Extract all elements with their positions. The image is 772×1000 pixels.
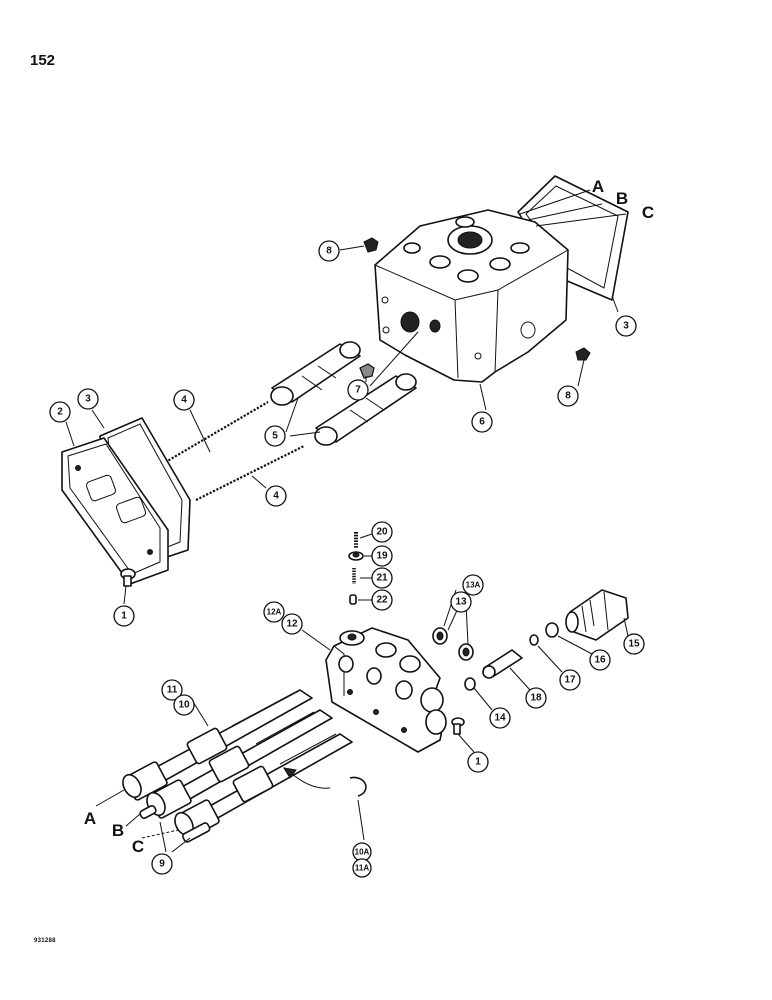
page-number: 152	[30, 52, 56, 69]
svg-text:3: 3	[623, 321, 629, 332]
letter-a-top: A	[592, 177, 604, 196]
callout-15: 15	[623, 633, 645, 655]
callout-19: 19	[371, 545, 393, 567]
callout-3-left: 3	[77, 388, 99, 410]
callout-4-lower: 4	[265, 485, 287, 507]
svg-text:15: 15	[628, 639, 640, 650]
svg-text:16: 16	[594, 655, 606, 666]
svg-text:10A: 10A	[355, 848, 370, 857]
callout-6: 6	[471, 411, 493, 433]
snap-ring	[349, 776, 367, 797]
plug-7	[359, 363, 375, 379]
washer-17	[529, 634, 539, 646]
svg-text:13A: 13A	[466, 581, 481, 590]
callout-20: 20	[371, 521, 393, 543]
pin-22	[349, 594, 357, 605]
letter-b-bottom: B	[112, 821, 124, 840]
svg-text:6: 6	[479, 417, 485, 428]
callout-11: 11	[161, 679, 183, 701]
nut-19	[348, 551, 364, 561]
plunger-18	[482, 649, 523, 679]
svg-text:12: 12	[286, 619, 298, 630]
spool-upper	[270, 341, 361, 406]
plug-top	[363, 237, 379, 253]
svg-text:22: 22	[376, 595, 388, 606]
svg-text:21: 21	[376, 573, 388, 584]
svg-text:10: 10	[178, 700, 190, 711]
callout-17: 17	[559, 669, 581, 691]
callout-7: 7	[347, 379, 369, 401]
callout-4-upper: 4	[173, 389, 195, 411]
svg-text:3: 3	[85, 394, 91, 405]
callout-9: 9	[151, 853, 173, 875]
callout-13: 13	[450, 591, 472, 613]
valve-housing	[374, 209, 569, 383]
svg-text:8: 8	[326, 246, 332, 257]
svg-text:8: 8	[565, 391, 571, 402]
pin-c	[182, 822, 211, 843]
svg-text:1: 1	[121, 611, 127, 622]
spool-c	[174, 733, 353, 839]
callout-11a: 11A	[352, 858, 372, 878]
letter-a-bottom: A	[84, 809, 96, 828]
callout-8-right: 8	[557, 385, 579, 407]
arrow-head	[283, 767, 297, 779]
callout-21: 21	[371, 567, 393, 589]
callout-5: 5	[264, 425, 286, 447]
svg-text:13: 13	[455, 597, 467, 608]
install-arrow	[289, 771, 331, 789]
bolt-lower	[451, 717, 465, 735]
svg-text:18: 18	[530, 693, 542, 704]
callout-10a: 10A	[352, 842, 372, 862]
letter-c-top: C	[642, 203, 654, 222]
callout-16: 16	[589, 649, 611, 671]
svg-text:12A: 12A	[267, 608, 282, 617]
spool-lower	[314, 373, 417, 446]
ring-16	[545, 622, 559, 638]
svg-text:7: 7	[355, 385, 361, 396]
callout-2: 2	[49, 401, 71, 423]
svg-text:19: 19	[376, 551, 388, 562]
callout-10: 10	[173, 694, 195, 716]
svg-text:5: 5	[272, 431, 278, 442]
svg-text:17: 17	[564, 675, 576, 686]
pin-b	[139, 804, 157, 820]
callout-8-top: 8	[318, 240, 340, 262]
svg-text:4: 4	[273, 491, 279, 502]
spring-lower	[195, 445, 305, 501]
svg-text:11A: 11A	[355, 864, 369, 873]
spring-upper	[151, 401, 269, 471]
callout-14: 14	[489, 707, 511, 729]
svg-text:20: 20	[376, 527, 388, 538]
bolt-upper	[120, 568, 136, 587]
plug-right	[575, 347, 591, 361]
letter-b-top: B	[616, 189, 628, 208]
callout-13a: 13A	[462, 574, 484, 596]
fitting-15	[565, 589, 629, 641]
svg-text:2: 2	[57, 407, 63, 418]
callout-12a: 12A	[263, 601, 285, 623]
callout-18: 18	[525, 687, 547, 709]
washer-14	[464, 677, 476, 691]
svg-text:11: 11	[167, 685, 178, 696]
letter-c-bottom: C	[132, 837, 144, 856]
callout-12: 12	[281, 613, 303, 635]
footer-code: 931288	[34, 938, 56, 944]
callout-1-lower: 1	[467, 751, 489, 773]
svg-text:9: 9	[159, 859, 165, 870]
svg-text:1: 1	[475, 757, 481, 768]
callout-3-right: 3	[615, 315, 637, 337]
spool-a	[122, 689, 313, 801]
svg-text:14: 14	[494, 713, 506, 724]
callout-22: 22	[371, 589, 393, 611]
svg-text:4: 4	[181, 395, 187, 406]
callout-1-upper: 1	[113, 605, 135, 627]
end-cover	[61, 437, 169, 585]
valve-body	[325, 627, 447, 753]
